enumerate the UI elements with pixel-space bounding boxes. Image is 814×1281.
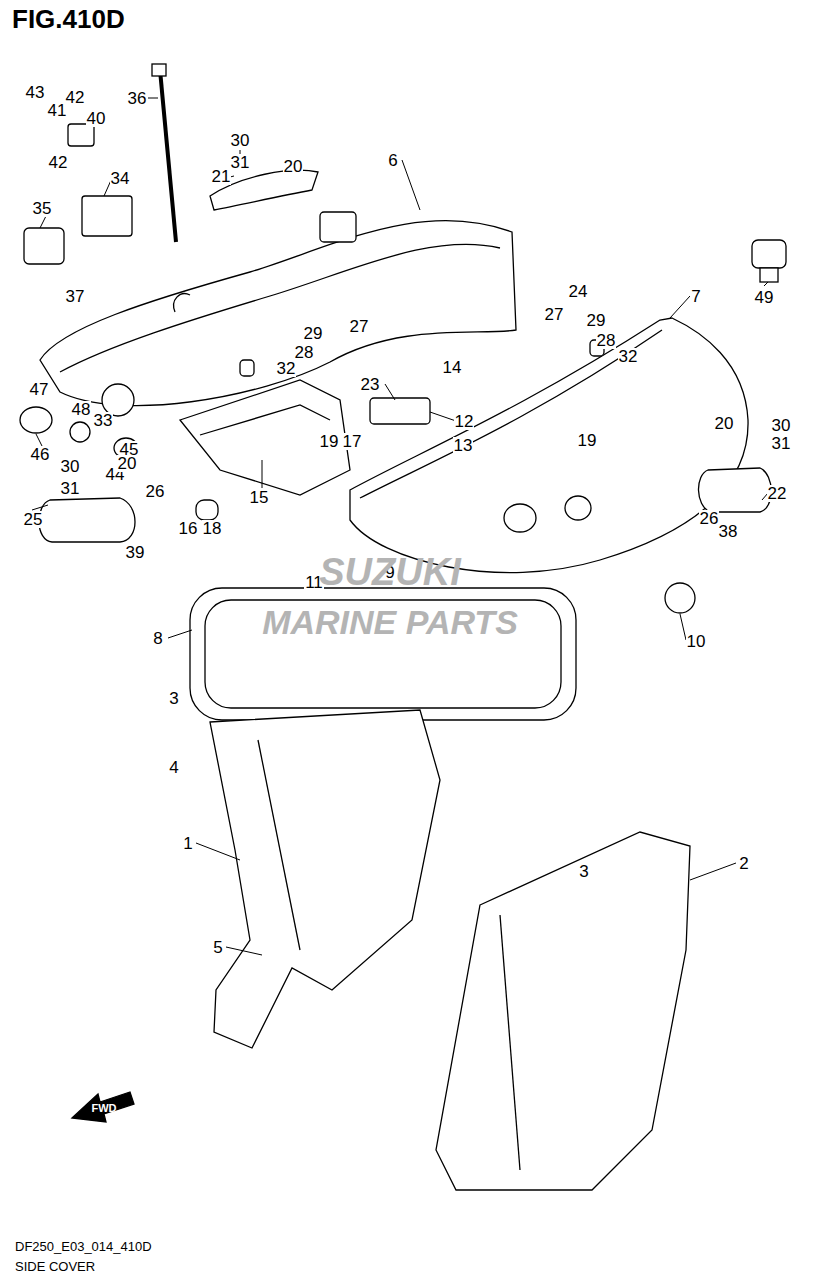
callout-number: 1 (182, 835, 193, 852)
callout-number: 3 (578, 863, 589, 880)
callout-number: 21 (211, 168, 232, 185)
callout-number: 40 (86, 110, 107, 127)
callout-number: 42 (48, 154, 69, 171)
callout-number: 26 (699, 510, 720, 527)
callout-number: 38 (718, 523, 739, 540)
callout-number: 34 (110, 170, 131, 187)
callout-number: 28 (294, 344, 315, 361)
callout-number: 42 (65, 89, 86, 106)
callout-number: 30 (771, 417, 792, 434)
callout-number: 31 (771, 435, 792, 452)
callout-number: 39 (125, 544, 146, 561)
callout-number: 10 (686, 633, 707, 650)
callout-number: 35 (32, 200, 53, 217)
callout-number: 32 (618, 348, 639, 365)
callout-number: 7 (690, 288, 701, 305)
callout-number: 27 (349, 318, 370, 335)
callout-number: 30 (230, 132, 251, 149)
callout-number: 31 (230, 154, 251, 171)
callout-number: 19 (577, 432, 598, 449)
direction-label: FWD (90, 1103, 117, 1114)
callout-number: 16 (178, 520, 199, 537)
callout-number: 48 (71, 401, 92, 418)
callout-number: 4 (168, 759, 179, 776)
callout-number: 37 (65, 288, 86, 305)
callout-number: 18 (202, 520, 223, 537)
callout-number: 24 (568, 283, 589, 300)
caption: SIDE COVER (14, 1260, 96, 1273)
callout-number: 20 (283, 158, 304, 175)
callout-number: 29 (586, 312, 607, 329)
callout-number: 15 (249, 489, 270, 506)
callout-number: 20 (117, 455, 138, 472)
callout-number: 2 (738, 855, 749, 872)
callout-number: 28 (596, 332, 617, 349)
callout-number: 46 (30, 446, 51, 463)
callout-number: 12 (454, 413, 475, 430)
callout-number: 6 (387, 152, 398, 169)
callout-number: 36 (127, 90, 148, 107)
drawing-code: DF250_E03_014_410D (14, 1240, 153, 1253)
callout-number: 30 (60, 458, 81, 475)
callout-number: 19 (319, 433, 340, 450)
callout-number: 29 (303, 325, 324, 342)
callout-number: 31 (60, 480, 81, 497)
callout-number: 5 (212, 939, 223, 956)
watermark: MARINE PARTS (261, 605, 519, 639)
callout-number: 47 (29, 381, 50, 398)
callout-number: 3 (168, 690, 179, 707)
callout-number: 32 (276, 360, 297, 377)
watermark: SUZUKI (318, 553, 461, 591)
callout-number: 20 (714, 415, 735, 432)
callout-number: 25 (23, 511, 44, 528)
callout-number: 26 (145, 483, 166, 500)
callout-number: 17 (342, 433, 363, 450)
callout-number: 14 (442, 359, 463, 376)
callout-number: 27 (544, 306, 565, 323)
figure-title: FIG.410D (12, 6, 125, 32)
callout-number: 23 (360, 376, 381, 393)
callout-number: 13 (453, 437, 474, 454)
callout-number: 43 (25, 84, 46, 101)
callout-number: 22 (767, 485, 788, 502)
callout-number: 8 (152, 630, 163, 647)
callout-number: 33 (93, 412, 114, 429)
callout-number: 49 (754, 289, 775, 306)
